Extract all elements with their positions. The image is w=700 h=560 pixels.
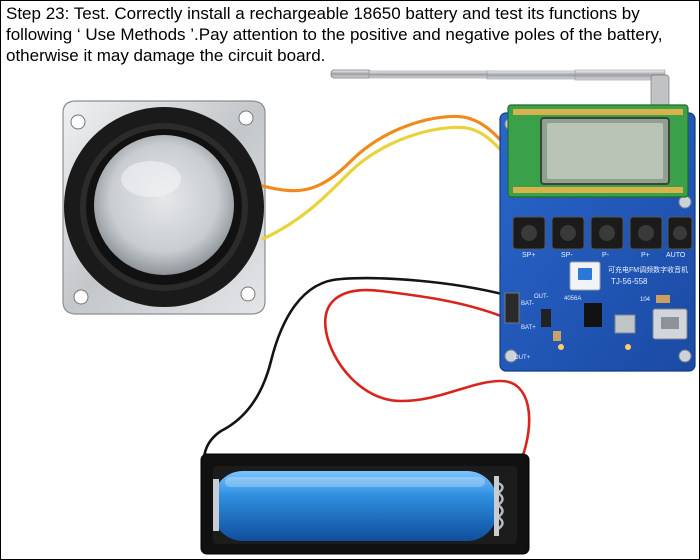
label-bat-plus: BAT+ xyxy=(521,325,536,331)
board-model: TJ-56-558 xyxy=(611,277,648,286)
label-out-minus: OUT- xyxy=(534,294,548,300)
chip-label: 4056A xyxy=(564,296,581,302)
battery-wires xyxy=(202,276,531,473)
label-out-plus: OUT+ xyxy=(514,355,531,361)
caption-line-3: otherwise it may damage the circuit boar… xyxy=(6,46,326,65)
btn-label-p-plus: P+ xyxy=(641,252,650,259)
caption-line-1: Step 23: Test. Correctly install a recha… xyxy=(6,4,640,23)
radio-circuit-board: SP+ SP- P- P+ AUTO 可充电FM调频数字收音机 TJ-56-55… xyxy=(499,104,696,372)
btn-label-p-minus: P- xyxy=(602,252,610,259)
label-bat-minus: BAT- xyxy=(521,301,534,307)
btn-label-sp-minus: SP- xyxy=(561,252,573,259)
board-title-cn: 可充电FM调频数字收音机 xyxy=(608,265,688,274)
board-buttons xyxy=(512,216,693,250)
speaker-wires xyxy=(261,114,513,241)
battery-18650 xyxy=(213,471,497,541)
battery-holder xyxy=(200,453,530,555)
cap-label: 104 xyxy=(640,297,651,303)
caption-line-2: following ‘ Use Methods ’.Pay attention … xyxy=(6,25,663,44)
speaker xyxy=(62,100,266,315)
btn-label-auto: AUTO xyxy=(666,252,686,259)
step-caption: Step 23: Test. Correctly install a recha… xyxy=(6,3,696,66)
btn-label-sp-plus: SP+ xyxy=(522,252,535,259)
